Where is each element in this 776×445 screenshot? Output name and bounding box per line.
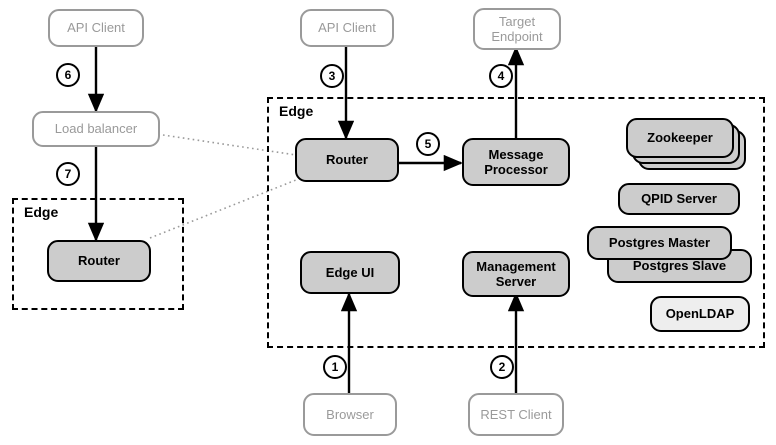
node-label-line2: Endpoint — [491, 29, 543, 44]
node-label: Router — [78, 253, 120, 269]
node-label: Postgres Slave — [632, 258, 727, 274]
node-label-line2: Processor — [484, 162, 548, 177]
step-circle-1: 1 — [323, 355, 347, 379]
node-label: Zookeeper — [647, 130, 713, 146]
node-label: Browser — [326, 406, 374, 422]
node-label-line1: Target — [498, 13, 536, 29]
step-circle-2: 2 — [490, 355, 514, 379]
node-rest-client[interactable]: REST Client — [468, 393, 564, 436]
node-qpid-server[interactable]: QPID Server — [618, 183, 740, 215]
step-number: 3 — [328, 69, 336, 83]
node-api-client-right[interactable]: API Client — [300, 9, 394, 47]
step-circle-5: 5 — [416, 132, 440, 156]
node-label: Edge UI — [325, 264, 375, 280]
node-edge-ui[interactable]: Edge UI — [300, 251, 400, 294]
node-label: API Client — [318, 20, 376, 36]
step-number: 4 — [497, 69, 505, 83]
node-router-left[interactable]: Router — [47, 240, 151, 282]
group-edge-left-label: Edge — [24, 204, 59, 220]
node-label: Router — [326, 152, 368, 168]
step-number: 2 — [498, 360, 506, 374]
step-number: 6 — [64, 68, 72, 82]
node-label: OpenLDAP — [665, 306, 735, 322]
step-number: 7 — [64, 167, 72, 181]
step-number: 5 — [424, 137, 432, 151]
node-target-endpoint[interactable]: Target Endpoint — [473, 8, 561, 50]
node-label: REST Client — [480, 406, 552, 422]
node-label: QPID Server — [641, 191, 717, 207]
group-edge-left — [12, 198, 184, 310]
group-edge-right-label: Edge — [279, 103, 314, 119]
step-number: 1 — [331, 360, 339, 374]
group-edge-right — [267, 97, 765, 348]
node-label: Load balancer — [54, 121, 138, 137]
node-label-line1: Management — [476, 258, 556, 274]
node-label-line2: Server — [495, 274, 537, 289]
step-circle-3: 3 — [320, 64, 344, 88]
node-label-line1: Message — [488, 146, 544, 162]
step-circle-6: 6 — [56, 63, 80, 87]
node-message-processor[interactable]: Message Processor — [462, 138, 570, 186]
step-circle-4: 4 — [489, 64, 513, 88]
node-load-balancer[interactable]: Load balancer — [32, 111, 160, 147]
node-label: API Client — [67, 20, 125, 36]
node-openldap[interactable]: OpenLDAP — [650, 296, 750, 332]
node-postgres-master[interactable]: Postgres Master — [587, 226, 732, 260]
node-label: Postgres Master — [608, 235, 711, 251]
node-management-server[interactable]: Management Server — [462, 251, 570, 297]
node-api-client-left[interactable]: API Client — [48, 9, 144, 47]
node-browser[interactable]: Browser — [303, 393, 397, 436]
node-router-right[interactable]: Router — [295, 138, 399, 182]
node-zookeeper[interactable]: Zookeeper — [626, 118, 734, 158]
step-circle-7: 7 — [56, 162, 80, 186]
